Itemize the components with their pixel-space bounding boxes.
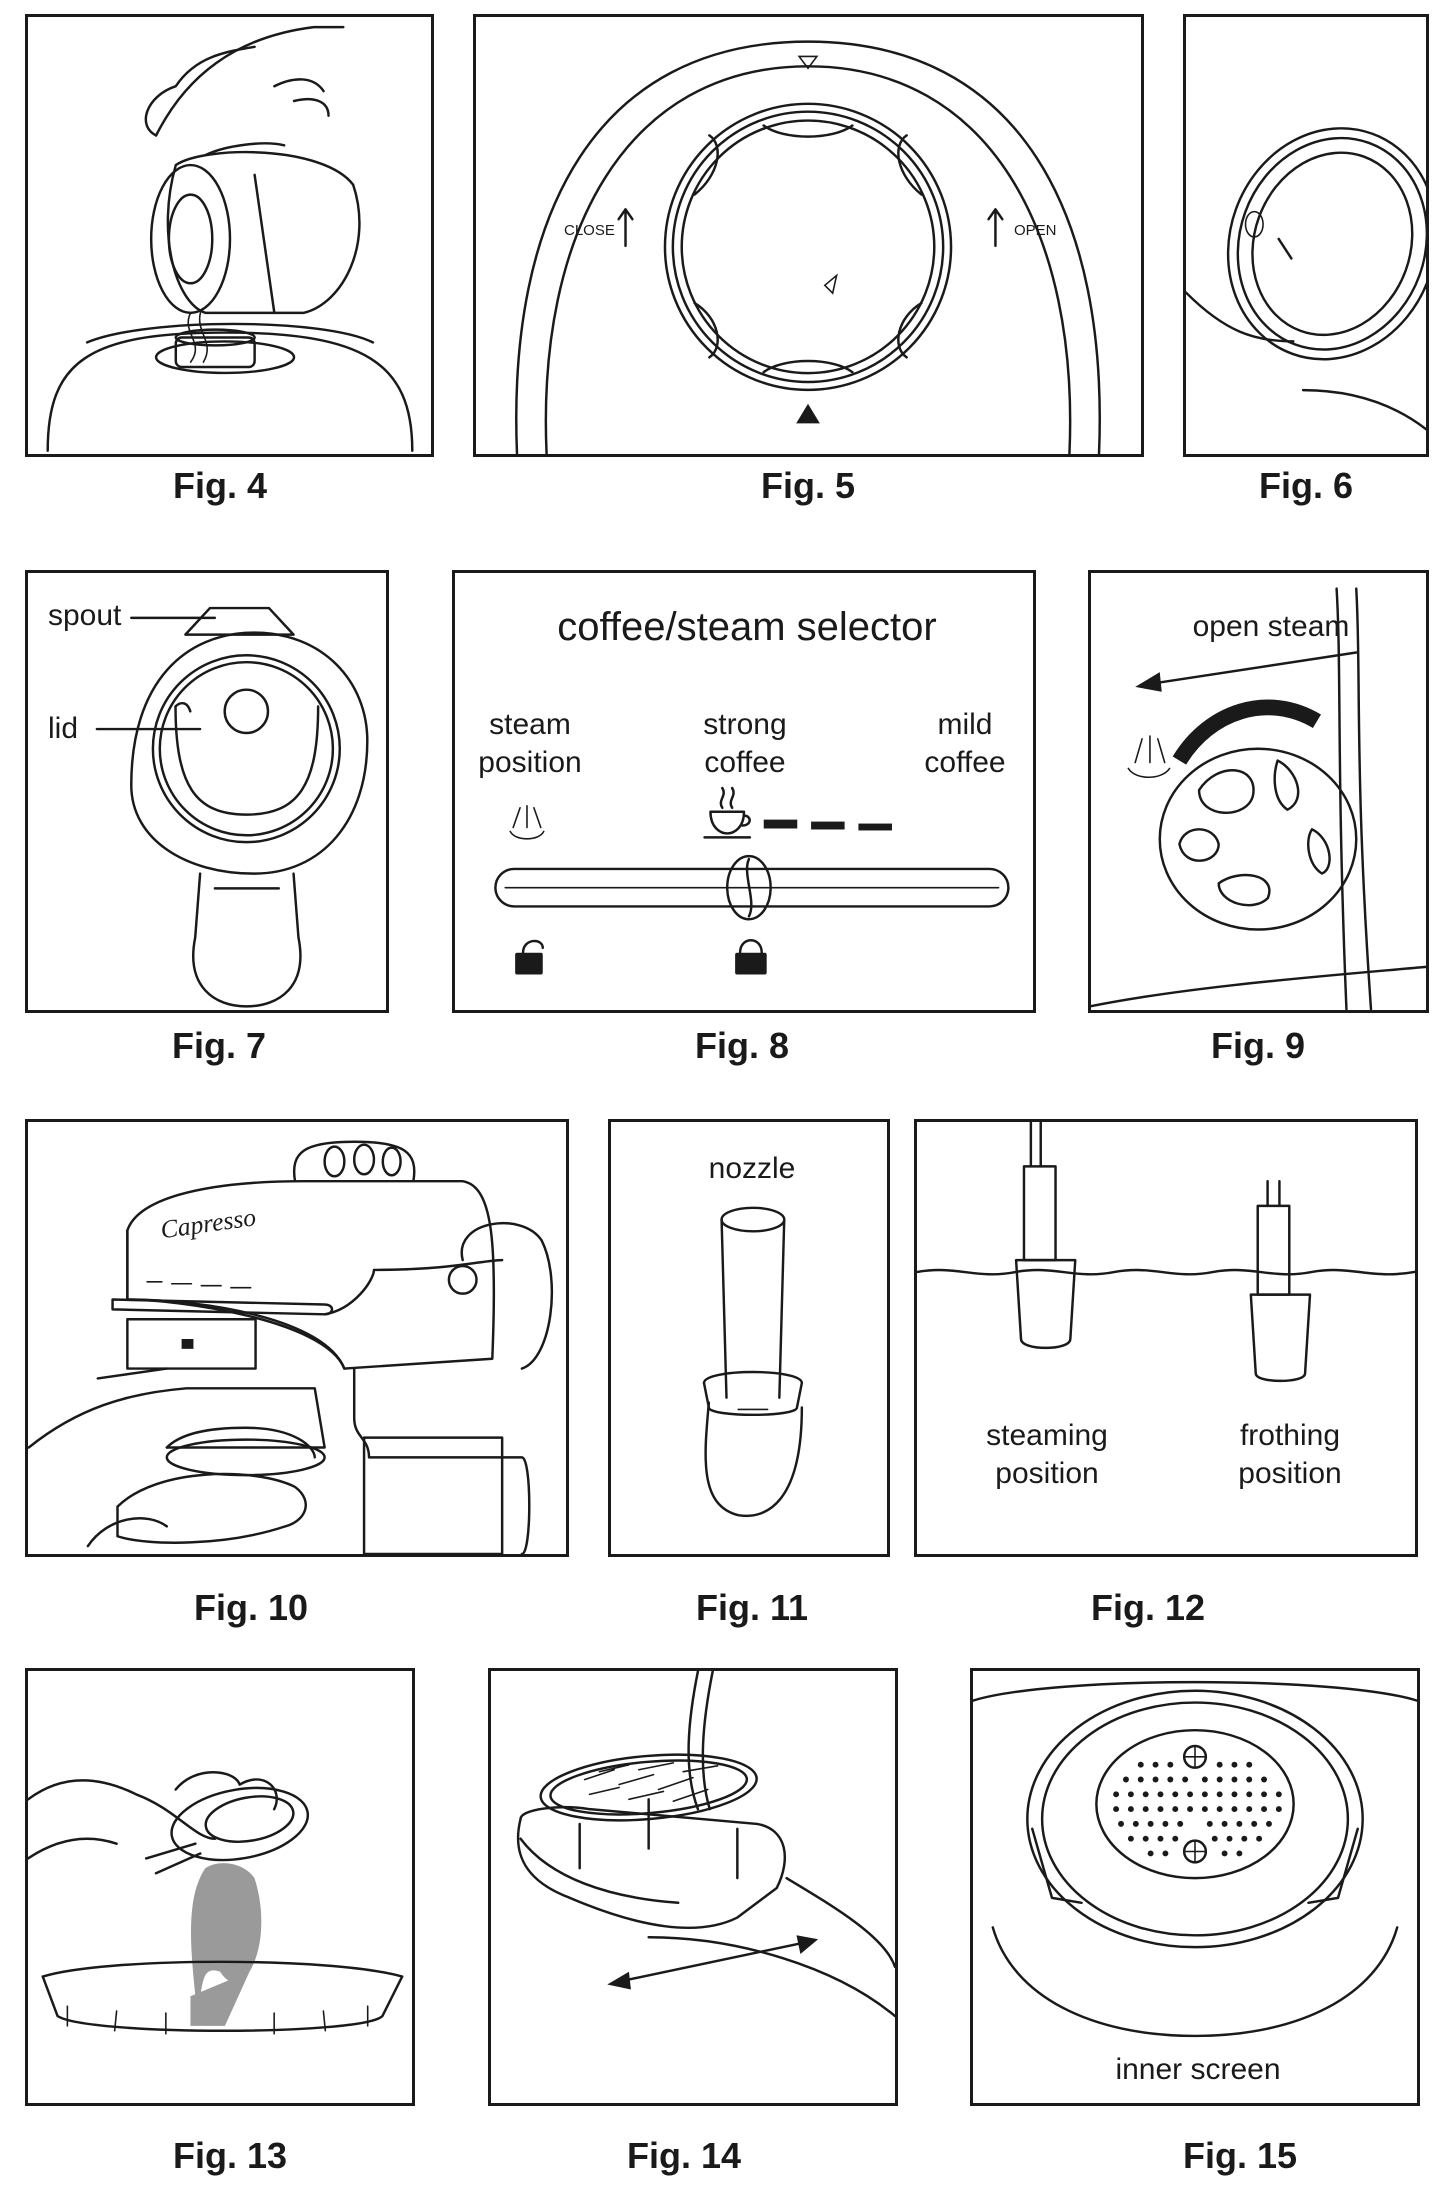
figure-10-caption: Fig. 10 [193,1587,309,1628]
brand-logo: Capresso [159,1202,258,1244]
figure-14-caption: Fig. 14 [626,2135,742,2176]
figure-12-panel: steaming position frothing position [914,1119,1418,1557]
filter-holder-top-illustration [95,606,369,1008]
figure-6-panel [1183,14,1429,457]
figure-11-caption: Fig. 11 [695,1587,809,1628]
selector-title: coffee/steam selector [557,605,937,649]
unlock-icon [515,939,544,975]
figure-4-panel [25,14,434,457]
figure-4-caption: Fig. 4 [172,465,267,506]
figure-8-panel: coffee/steam selector steam position str… [452,570,1036,1013]
lid-label: lid [48,712,79,745]
figure-15-panel: inner screen [970,1668,1420,2106]
figure-5-caption: Fig. 5 [760,465,855,506]
figure-9-caption: Fig. 9 [1210,1025,1305,1066]
spout-label: spout [48,599,122,632]
screen-holes [1113,1761,1282,1857]
figure-15-caption: Fig. 15 [1182,2135,1298,2176]
nozzle-label: nozzle [708,1152,796,1185]
figure-8-caption: Fig. 8 [694,1025,789,1066]
lock-icon [735,938,767,975]
emptying-grounds-illustration [28,1771,404,2035]
figure-10-panel: Capresso [25,1119,569,1557]
figure-13-panel [25,1668,415,2106]
arrow-icon [1135,651,1358,692]
frothing-position-label: frothing position [1238,1419,1342,1490]
figure-5-panel: CLOSE OPEN [473,14,1144,457]
power-switch-illustration [1186,127,1426,431]
inner-screen-label: inner screen [1115,2053,1281,2086]
open-direction-label: OPEN [1014,222,1057,239]
filter-screen-illustration [973,1680,1417,2038]
mild-coffee-label: mild coffee [924,708,1006,779]
pouring-water-illustration [46,25,414,453]
espresso-machine-illustration: Capresso [28,1140,554,1554]
figure-14-panel [488,1668,898,2106]
brew-head-dial-illustration [515,40,1101,454]
open-steam-label: open steam [1192,610,1350,643]
steaming-frothing-positions-illustration [917,1122,1415,1383]
close-direction-label: CLOSE [564,222,615,239]
steam-position-label: steam position [478,708,582,779]
strong-coffee-label: strong coffee [703,708,787,779]
steaming-position-label: steaming position [986,1419,1108,1490]
drip-tray-illustration [516,1671,895,2018]
figure-7-caption: Fig. 7 [171,1025,266,1066]
figure-13-caption: Fig. 13 [172,2135,288,2176]
figure-7-panel: spout lid [25,570,389,1013]
figure-11-panel: nozzle [608,1119,890,1557]
steam-icon [509,805,545,840]
figure-9-panel: open steam [1088,570,1429,1013]
steam-icon [1127,735,1171,779]
coffee-cup-icon [703,786,752,839]
figure-12-caption: Fig. 12 [1090,1587,1206,1628]
figure-6-caption: Fig. 6 [1258,465,1353,506]
